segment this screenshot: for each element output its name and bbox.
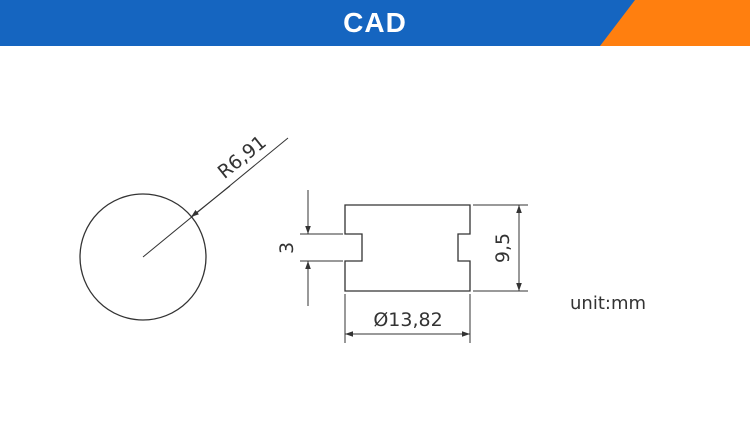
diameter-dimension-label: Ø13,82 <box>373 309 442 331</box>
title-banner: CAD <box>0 0 750 46</box>
part-side-outline <box>344 204 471 292</box>
banner-orange-accent <box>600 0 750 46</box>
unit-label: unit:mm <box>570 293 647 314</box>
radius-arrow <box>190 185 231 218</box>
banner-background <box>0 0 750 46</box>
height-dimension-label: 9,5 <box>492 233 514 263</box>
banner-title: CAD <box>343 7 407 38</box>
slot-dimension-label: 3 <box>276 242 298 254</box>
circle-outline <box>79 193 207 321</box>
